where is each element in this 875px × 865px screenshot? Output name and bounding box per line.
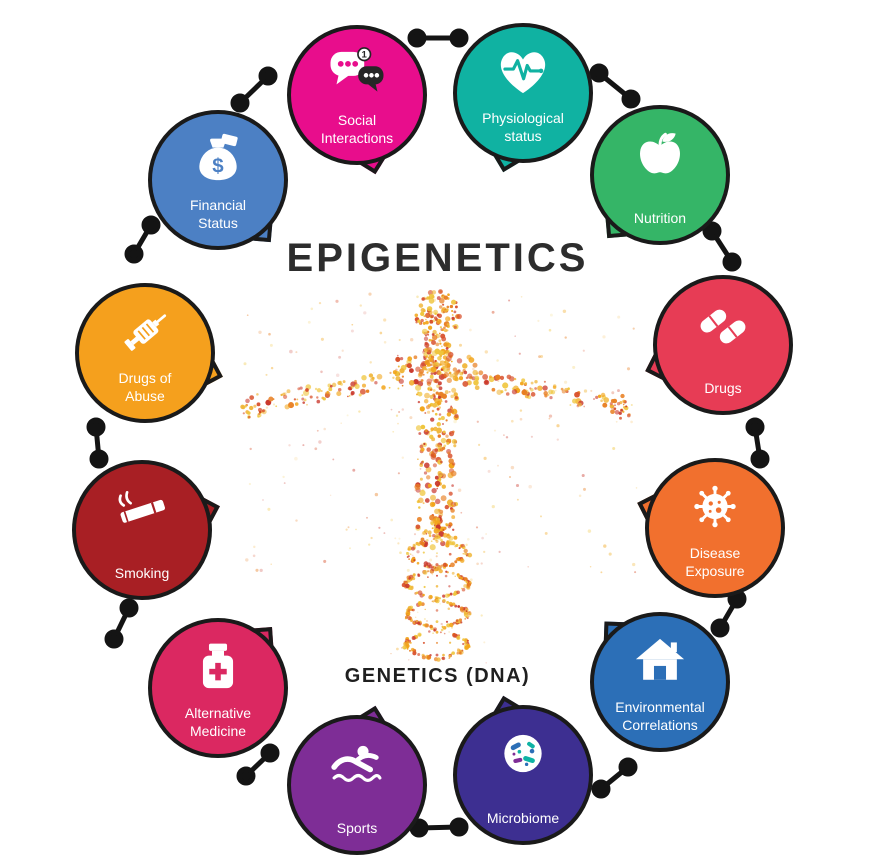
bubble-disc: Environmental Correlations [590, 612, 730, 752]
connector [407, 28, 469, 48]
dna-human-figure [240, 289, 638, 664]
page-title: EPIGENETICS [286, 236, 589, 280]
bubble-disc: Disease Exposure [645, 458, 785, 598]
connector [710, 589, 747, 638]
bubble-microbiome: Microbiome [453, 695, 593, 845]
bubble-label: Social Interactions [320, 112, 394, 146]
bubble-label: Physiological status [482, 110, 564, 144]
bubble-disc: Alternative Medicine [148, 618, 288, 758]
bubble-environmental-correlations: Environmental Correlations [590, 612, 730, 752]
bubble-label: Drugs of Abuse [118, 370, 172, 404]
chat-icon: 1 [330, 47, 384, 92]
connector [591, 757, 638, 799]
badge-count: 1 [362, 50, 368, 61]
pills-icon [700, 309, 746, 344]
bubble-disc: Nutrition [590, 105, 730, 245]
bubble-alternative-medicine: Alternative Medicine [148, 618, 288, 758]
bubble-drugs: Drugs [645, 275, 793, 415]
bubble-disc: $ Financial Status [148, 110, 288, 250]
bubble-label: Environmental Correlations [615, 699, 705, 733]
dollar-glyph: $ [212, 154, 224, 177]
bubble-label: Drugs [704, 379, 742, 396]
bubble-physiological-status: Physiological status [453, 23, 593, 173]
cigarette-icon [118, 490, 166, 523]
bubble-financial-status: $ Financial Status [148, 110, 288, 250]
bubble-disc: Drugs of Abuse [75, 283, 215, 423]
bubble-disc: Drugs [653, 275, 793, 415]
swimmer-icon [331, 745, 382, 782]
syringe-icon [124, 314, 167, 351]
bubble-nutrition: Nutrition [590, 105, 730, 245]
connector [745, 417, 770, 469]
bubble-disc: Physiological status [453, 23, 593, 163]
bubble-sports: Sports [287, 705, 427, 855]
connector [230, 66, 278, 113]
house-icon [635, 638, 685, 680]
connector [104, 598, 139, 649]
bubble-label: Smoking [114, 564, 170, 581]
money-bag-icon: $ [199, 133, 238, 181]
genetics-dna-label: GENETICS (DNA) [344, 665, 531, 687]
connector [86, 417, 109, 469]
bubble-disc: Smoking [72, 460, 212, 600]
bubble-disc: 1 Social Interactions [287, 25, 427, 165]
virus-icon [694, 485, 736, 528]
bubble-social-interactions: 1 Social Interactions [287, 25, 427, 175]
bubble-label: Nutrition [633, 209, 687, 226]
bubble-label: Alternative Medicine [184, 705, 252, 739]
bubble-label: Disease Exposure [685, 545, 745, 579]
bubble-disc: Microbiome [453, 705, 593, 845]
medicine-bottle-icon [202, 643, 234, 689]
connector [589, 63, 641, 109]
microbes-icon [504, 734, 542, 773]
connector [236, 743, 280, 786]
bubble-label: Sports [336, 819, 378, 836]
apple-icon [640, 132, 680, 174]
connector [409, 817, 469, 838]
bubble-disc: Sports [287, 715, 427, 855]
bubble-smoking: Smoking [72, 460, 220, 600]
heart-pulse-icon [500, 52, 546, 94]
bubble-disease-exposure: Disease Exposure [637, 458, 785, 598]
bubble-drugs-of-abuse: Drugs of Abuse [75, 283, 223, 423]
connector [702, 221, 742, 272]
bubble-label: Microbiome [486, 809, 560, 826]
connector [124, 215, 161, 264]
bubble-label: Financial Status [189, 197, 247, 231]
